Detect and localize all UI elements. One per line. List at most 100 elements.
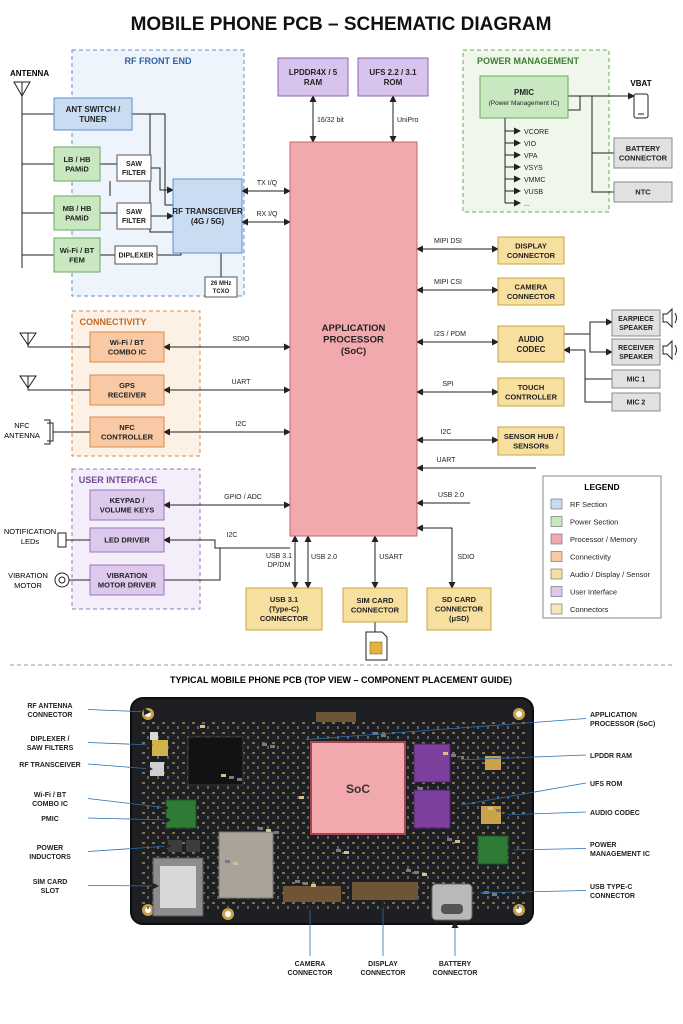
block-lpddr-label: RAM [304, 78, 323, 87]
block-lpddr-label: LPDDR4X / 5 [289, 68, 338, 77]
block-camera-label: CONNECTOR [507, 292, 556, 301]
pcb-pmic-chip [165, 799, 197, 829]
pcb-board: SoC [130, 697, 534, 925]
legend-swatch [550, 533, 563, 545]
block-mic2-label: MIC 2 [627, 399, 646, 406]
legend-label: Processor / Memory [570, 535, 637, 544]
pcb-capacitor [443, 752, 448, 755]
pcb-callout-label: MANAGEMENT IC [590, 851, 650, 858]
pcb-callout-label: SAW FILTERS [27, 745, 74, 752]
pmic-rail-label: VCORE [524, 129, 549, 136]
gps-antenna-icon [19, 375, 90, 391]
block-sensor-label: SENSOR HUB / [504, 432, 559, 441]
pcb-capacitor [221, 774, 226, 777]
pcb-shield-can [218, 831, 274, 899]
block-tcxo-label: TCXO [213, 289, 230, 295]
pcb-leader-line [454, 782, 587, 809]
pcb-transceiver-small [150, 762, 164, 776]
pcb-callout-label: PROCESSOR (SoC) [590, 721, 655, 728]
legend-item: Connectors [550, 603, 609, 615]
block-soc-label: APPLICATION [322, 323, 386, 334]
block-battery-label: BATTERY [626, 144, 661, 153]
block-audio-label: CODEC [517, 345, 546, 354]
legend-item: User Interface [550, 586, 617, 597]
pcb-capacitor [299, 796, 304, 799]
pcb-capacitor [414, 871, 419, 874]
pcb-capacitor [455, 840, 460, 843]
pcb-capacitor [373, 732, 378, 735]
pcb-callout-right: AUDIO CODEC [501, 810, 640, 819]
pcb-callout-left: PMIC [41, 816, 171, 824]
block-mb-hb-label: MB / HB [63, 204, 92, 213]
signal-label: UniPro [397, 117, 419, 124]
block-ufs-label: UFS 2.2 / 3.1 [369, 68, 417, 77]
signal-label: DP/DM [268, 562, 291, 569]
pcb-camera-connector [283, 886, 341, 902]
pcb-leader-line [473, 889, 587, 897]
pcb-sim-tray [160, 866, 196, 908]
pcb-capacitor [311, 884, 316, 887]
pcb-callout-left: DIPLEXER /SAW FILTERS [27, 736, 153, 752]
block-usb31-label: CONNECTOR [260, 614, 309, 623]
block-led-driver-label: LED DRIVER [104, 536, 150, 545]
block-pmic: PMIC(Power Management IC) [479, 75, 569, 119]
legend-box [542, 475, 662, 619]
pcb-small-chip [485, 756, 501, 770]
signal-label: I2C [236, 421, 247, 428]
pcb-capacitor [406, 869, 411, 872]
pcb-callout-label: POWER [37, 845, 63, 852]
block-touch-label: CONTROLLER [505, 392, 558, 401]
pcb-callout-label: CONNECTOR [28, 712, 73, 719]
legend-label: User Interface [570, 588, 617, 597]
pcb-callout-label: USB TYPE-C [590, 884, 632, 891]
legend-label: Connectors [570, 605, 609, 614]
signal-label: USB 3.1 [266, 553, 292, 560]
motor-icon [54, 572, 90, 588]
block-camera-label: CAMERA [515, 282, 548, 291]
pcb-capacitor [229, 776, 234, 779]
pcb-power-ic-chip [477, 835, 509, 865]
pcb-callout-left: RF TRANSCEIVER [19, 762, 153, 773]
pcb-leader-line [87, 763, 153, 773]
pcb-usb-c-opening [441, 904, 463, 914]
pcb-callout-label: CONNECTOR [590, 893, 635, 900]
pcb-callout-label: Wi-Fi / BT [34, 792, 67, 799]
pmic-rail-label: VPA [524, 153, 538, 160]
pcb-inductor [168, 840, 182, 852]
pcb-leader-line [87, 816, 171, 824]
pcb-callout-right: LPDDR RAM [454, 753, 632, 764]
legend-item: Power Section [550, 516, 618, 527]
pcb-inductor [186, 840, 200, 852]
pcb-callout-label: INDUCTORS [29, 854, 71, 861]
ui-section-title: USER INTERFACE [79, 475, 158, 485]
block-saw2-label: FILTER [122, 218, 146, 225]
nfc-antenna-label-2: ANTENNA [4, 431, 40, 440]
block-usb31-label: USB 3.1 [270, 595, 298, 604]
legend-item: Audio / Display / Sensor [550, 568, 651, 580]
pcb-capacitor [266, 829, 271, 832]
block-earpiece-label: EARPIECE [618, 316, 654, 323]
block-saw1-label: FILTER [122, 170, 146, 177]
legend-swatch [550, 516, 563, 527]
signal-label: USART [379, 554, 403, 561]
pcb-soc-label: SoC [346, 782, 370, 796]
pcb-capacitor [258, 827, 263, 830]
page-title: MOBILE PHONE PCB – SCHEMATIC DIAGRAM [131, 14, 552, 35]
pcb-rom-chip [413, 789, 451, 829]
nfc-antenna-icon [44, 419, 90, 445]
block-sd-label: SD CARD [442, 595, 477, 604]
